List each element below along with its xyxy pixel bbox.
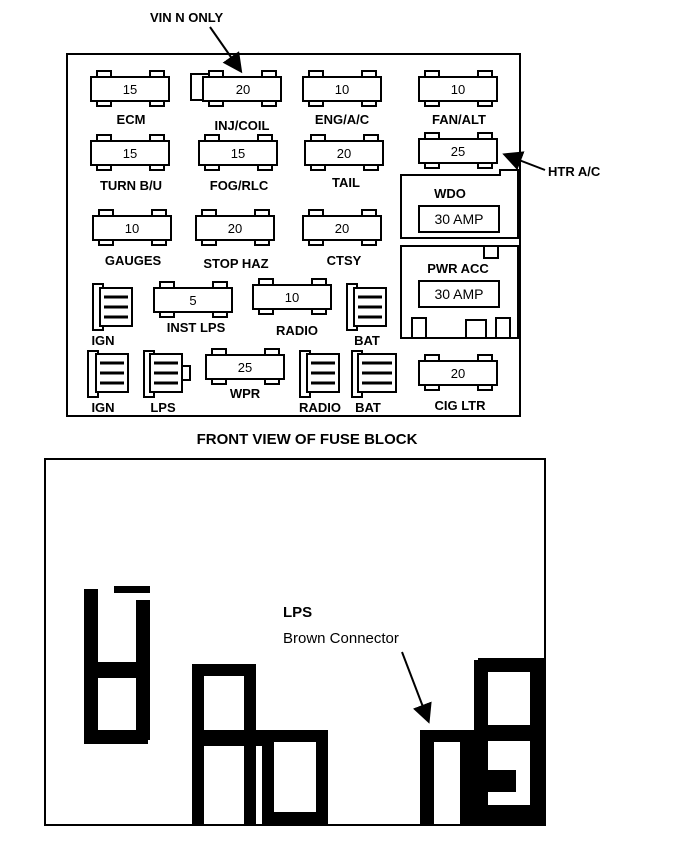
breaker-wdo-label: WDO [434,186,466,201]
connector-label: LPS [283,604,312,621]
fuse-amps: 20 [228,221,242,236]
label-lps: LPS [150,400,176,415]
breaker-wdo-rating: 30 AMP [434,211,483,227]
fuse-amps: 5 [189,293,196,308]
fuse-radio: 10 [252,278,332,315]
relay-bat-bottom [351,350,397,398]
label-bat-bottom: BAT [355,400,381,415]
fuse-label-stop-haz: STOP HAZ [203,256,268,271]
relay-ign-top [92,283,133,331]
callout-vin-n-arrow [209,26,243,74]
fuse-label-ecm: ECM [117,112,146,127]
fuse-eng-ac: 10 [302,70,382,107]
fuse-label-inst-lps: INST LPS [167,320,226,335]
fuse-label-ctsy: CTSY [327,253,362,268]
relay-bat-top [346,283,387,331]
fuse-amps: 25 [238,360,252,375]
fuse-htr-ac: 25 [418,132,498,169]
fuse-tail: 20 [304,134,384,171]
fuse-wpr: 25 [205,348,285,385]
callout-htr-ac-arrow [502,151,546,171]
fuse-ctsy: 20 [302,209,382,246]
fuse-amps: 10 [451,82,465,97]
fuse-turn-bu: 15 [90,134,170,171]
fuse-amps: 20 [451,366,465,381]
fuse-inst-lps: 5 [153,281,233,318]
label-ign-top: IGN [91,333,114,348]
fuse-label-wpr: WPR [230,386,261,401]
fuse-amps: 15 [123,146,137,161]
fuse-label-cig-ltr: CIG LTR [434,398,486,413]
breaker-pwr-acc: PWR ACC 30 AMP [400,245,519,339]
fuse-label-inj-coil: INJ/COIL [215,118,270,133]
fuse-amps: 20 [335,221,349,236]
fuse-amps: 25 [451,144,465,159]
fuse-inj-coil: 20 [190,70,282,107]
fuse-label-gauges: GAUGES [105,253,162,268]
fuse-amps: 15 [231,146,245,161]
fuse-amps: 15 [123,82,137,97]
fuse-block-outline [66,53,521,417]
connector-description: Brown Connector [283,630,399,647]
relay-ign-bottom [87,350,129,398]
fuse-stop-haz: 20 [195,209,275,246]
fuse-label-eng-ac: ENG/A/C [315,112,370,127]
label-ign-bottom: IGN [91,400,114,415]
fuse-label-fog-rlc: FOG/RLC [210,178,269,193]
relay-radio-bottom [299,350,340,398]
figure-title: FRONT VIEW OF FUSE BLOCK [197,431,418,448]
relay-lps [143,350,191,398]
connector-arrow [401,651,432,724]
breaker-pwr-acc-label: PWR ACC [427,261,489,276]
callout-htr-ac: HTR A/C [548,164,601,179]
fuse-label-fan-alt: FAN/ALT [432,112,486,127]
fuse-label-tail: TAIL [332,175,360,190]
fuse-fog-rlc: 15 [198,134,278,171]
fuse-amps: 20 [236,82,250,97]
breaker-wdo: WDO 30 AMP [400,169,519,239]
fuse-fan-alt: 10 [418,70,498,107]
fuse-ecm: 15 [90,70,170,107]
label-bat-top: BAT [354,333,380,348]
fuse-label-radio: RADIO [276,323,318,338]
fuse-gauges: 10 [92,209,172,246]
fuse-amps: 10 [285,290,299,305]
label-radio-bottom: RADIO [299,400,341,415]
fuse-amps: 20 [337,146,351,161]
fuse-cig-ltr: 20 [418,354,498,391]
fuse-label-turn-bu: TURN B/U [100,178,162,193]
breaker-pwr-acc-rating: 30 AMP [434,286,483,302]
connector-silhouettes [84,586,544,824]
fuse-amps: 10 [125,221,139,236]
fuse-amps: 10 [335,82,349,97]
callout-vin-n-only: VIN N ONLY [150,10,224,25]
